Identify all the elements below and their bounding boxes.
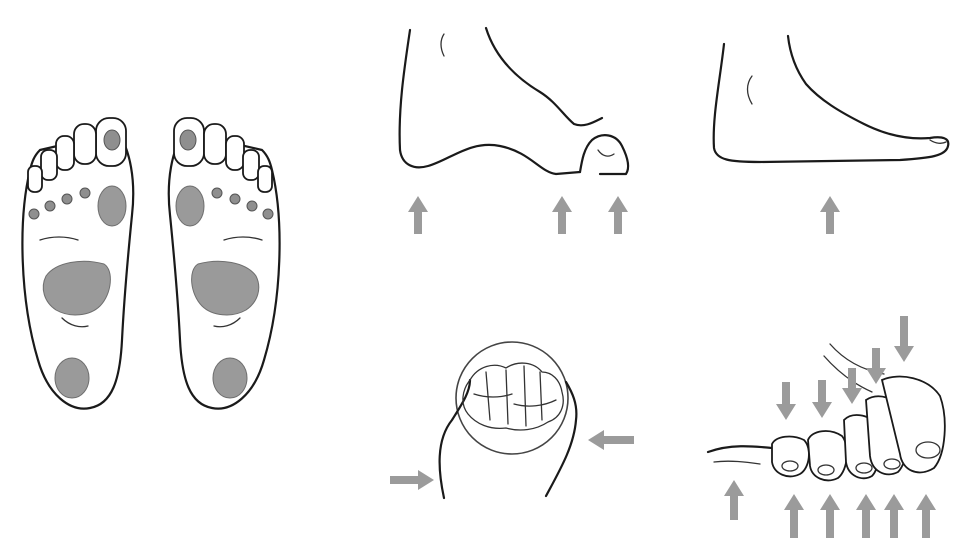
hammer-toe-up-arrow-2-icon <box>820 494 840 538</box>
hammer-toe-down-arrow-1-icon <box>776 382 796 420</box>
hammer-toe-up-arrow-1-icon <box>784 494 804 538</box>
hammer-toe-up-arrow-4-icon <box>884 494 904 538</box>
bunion-panel <box>390 342 634 498</box>
bunion-left-arrow-icon <box>390 470 434 490</box>
right-foot-sole <box>169 118 280 409</box>
high-arch-toe-arrow-icon <box>608 196 628 234</box>
magnifier-circle <box>456 342 568 454</box>
hammer-toe-up-arrow-3-icon <box>856 494 876 538</box>
high-arch-ball-arrow-icon <box>552 196 572 234</box>
hammer-toe-down-arrow-5-icon <box>894 316 914 362</box>
hammer-toes-panel <box>708 316 945 538</box>
hammer-toe-up-arrow-5-icon <box>916 494 936 538</box>
high-arch-panel <box>400 28 628 234</box>
left-foot-sole <box>22 118 133 409</box>
flat-foot-arrow-icon <box>820 196 840 234</box>
plantar-pressure-panel <box>22 118 279 409</box>
bunion-right-arrow-icon <box>588 430 634 450</box>
hammer-toe-down-arrow-2-icon <box>812 380 832 418</box>
hammer-toe-up-arrow-0-icon <box>724 480 744 520</box>
high-arch-heel-arrow-icon <box>408 196 428 234</box>
flat-foot-panel <box>714 36 949 234</box>
